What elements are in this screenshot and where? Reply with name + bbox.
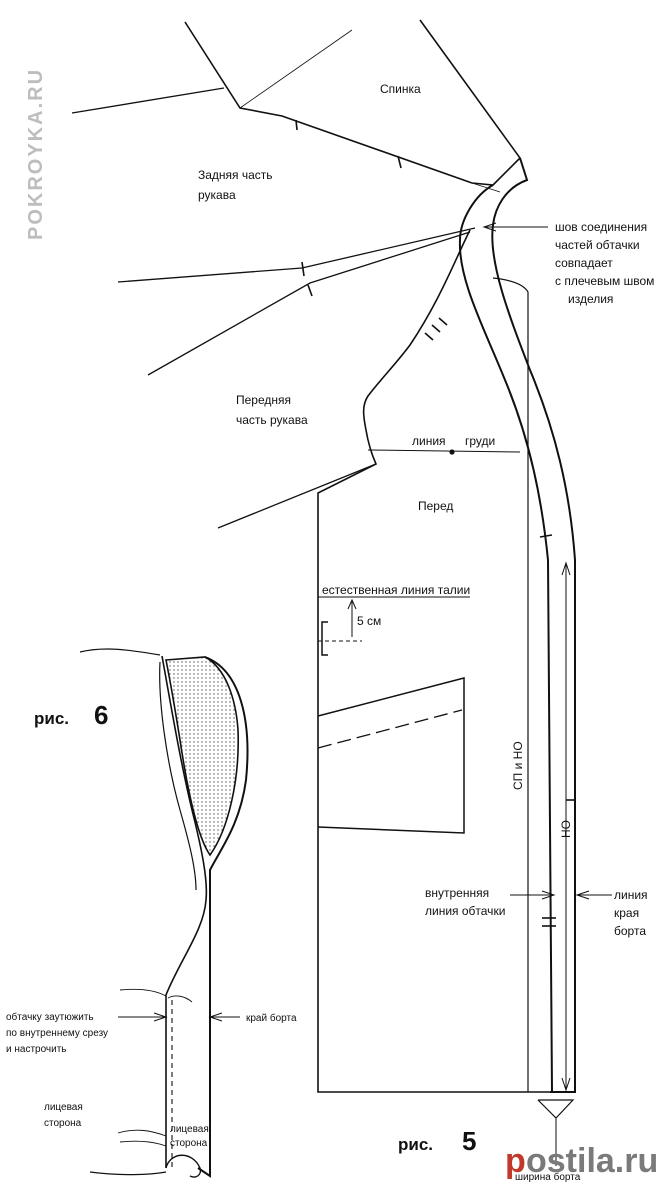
fig6-top-curve <box>79 648 161 656</box>
fig6-scribble-1 <box>119 988 167 997</box>
sleeve-line-3 <box>217 463 377 529</box>
label-no: НО <box>559 820 573 838</box>
seam-note-line-1: шов соединения <box>555 220 647 234</box>
notch-sleeve-2 <box>307 284 313 297</box>
edge-note-arrow-head <box>208 1012 223 1022</box>
fig6-scribble-2 <box>167 995 193 1003</box>
front-neck-armhole <box>317 229 550 1093</box>
fig6-bottom-line <box>89 1171 167 1176</box>
back-guide-line <box>239 29 353 109</box>
fig6-bottom-curl <box>165 1154 202 1178</box>
notch-sleeve-1 <box>301 261 305 277</box>
label-chest-2: груди <box>465 434 495 448</box>
pocket-flap <box>317 677 465 834</box>
notch-front-3 <box>438 317 448 326</box>
no-arrow-head-bottom <box>561 1077 571 1092</box>
figure-6 <box>79 648 249 1178</box>
edge-line-3: борта <box>614 924 646 938</box>
tighten-note-3: и настрочить <box>6 1044 67 1055</box>
label-front-sleeve-1: Передняя <box>236 393 291 407</box>
label-front-sleeve-2: часть рукава <box>236 413 308 427</box>
notch-front-1 <box>424 332 434 341</box>
chest-dot <box>449 449 455 455</box>
label-sp-no: СП и НО <box>511 741 525 790</box>
dart-mark <box>321 621 328 656</box>
label-five-cm: 5 см <box>357 614 381 628</box>
no-arrow-head-top <box>561 561 571 576</box>
five-cm-arrow-head <box>347 598 357 610</box>
edge-line-2: края <box>614 906 639 920</box>
seam-note-line-2: частей обтачки <box>555 238 640 252</box>
fig6-scribble-4 <box>119 1140 167 1147</box>
watermark-logo: p ostila.ru <box>505 1142 658 1180</box>
back-piece-outline <box>184 19 522 186</box>
back-sleeve-line <box>71 87 225 114</box>
watermark-logo-prefix: p <box>505 1142 526 1180</box>
fig6-fold-curve <box>159 661 197 891</box>
tighten-note-1: обтачку заутюжить <box>6 1011 94 1023</box>
edge-line-arrow-head <box>575 890 590 900</box>
label-back-sleeve-1: Задняя часть <box>198 168 273 182</box>
fig6-dotted-facing <box>165 656 240 857</box>
facing-inner-edge <box>458 184 553 1093</box>
fig6-scribble-3 <box>117 1129 167 1137</box>
bort-width-bracket <box>537 1099 575 1119</box>
sleeve-line-1 <box>117 227 476 283</box>
notch-front-2 <box>431 324 441 333</box>
front-middle-line <box>492 277 529 1092</box>
shoulder-guide <box>471 182 501 193</box>
tighten-arrow-head <box>153 1012 168 1022</box>
fig5-num: 5 <box>462 1126 476 1156</box>
seam-note-arrow-head <box>482 222 497 232</box>
labels: Спинка Задняя часть рукава Передняя част… <box>6 82 654 1183</box>
edge-line-1: линия <box>614 888 648 902</box>
seam-note-line-4: с плечевым швом <box>555 274 654 288</box>
seam-note-line-3: совпадает <box>555 256 613 270</box>
label-bort-width: ширина борта <box>515 1171 581 1183</box>
fig6-num: 6 <box>94 700 108 730</box>
label-front: Перед <box>418 499 453 513</box>
face-side-small-2: сторона <box>170 1138 208 1149</box>
notch-back-1 <box>295 119 298 131</box>
notch-back-2 <box>397 155 402 169</box>
label-chest-1: линия <box>412 434 446 448</box>
fig6-inner-curve <box>161 655 208 1168</box>
fig6-prefix: рис. <box>34 709 69 728</box>
facing-outer-edge <box>491 157 576 1093</box>
watermark-logo-text: ostila.ru <box>526 1142 658 1180</box>
label-waist-line: естественная линия талии <box>322 583 470 597</box>
seam-note-line-5: изделия <box>568 292 613 306</box>
sleeve-line-2 <box>147 231 471 376</box>
pocket-dash-line <box>317 709 463 749</box>
face-side-1: лицевая <box>44 1102 83 1113</box>
figure-5 <box>71 19 612 1166</box>
tighten-note-2: по внутреннему срезу <box>6 1028 108 1039</box>
face-side-small-1: лицевая <box>170 1124 209 1135</box>
label-back: Спинка <box>380 82 421 96</box>
fig5-prefix: рис. <box>398 1135 433 1154</box>
fig6-outer-edge <box>197 656 249 1178</box>
notch-facing-1 <box>539 534 553 538</box>
chest-line <box>367 449 521 453</box>
watermark-side: POKROYKA.RU <box>25 68 47 240</box>
inner-line-1: внутренняя <box>425 886 489 900</box>
inner-line-arrow-head <box>541 890 556 900</box>
inner-line-2: линия обтачки <box>425 904 505 918</box>
face-side-2: сторона <box>44 1118 82 1129</box>
edge-note: край борта <box>246 1012 297 1024</box>
label-back-sleeve-2: рукава <box>198 188 236 202</box>
